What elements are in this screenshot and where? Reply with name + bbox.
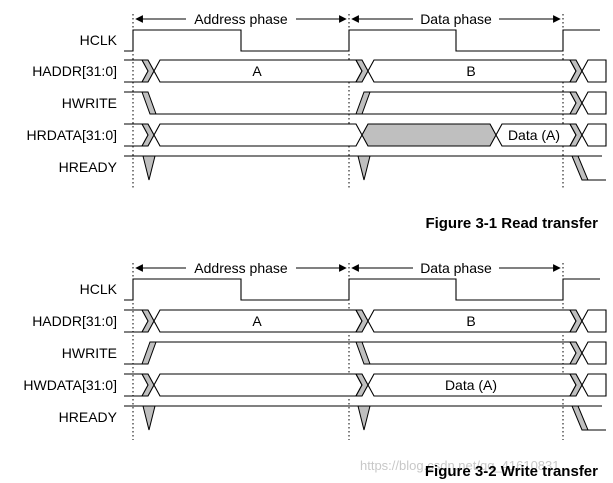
hclk-waveform — [124, 278, 600, 301]
signal-label-hclk: HCLK — [80, 281, 118, 297]
haddr-value-a: A — [252, 63, 262, 79]
data-phase-arrow: Data phase — [351, 260, 561, 276]
signal-label-hrdata: HRDATA[31:0] — [26, 127, 117, 143]
figure-caption-write: Figure 3-2 Write transfer — [425, 463, 598, 480]
write-transfer-diagram: Address phase Data phase HCLK HADDR[31:0… — [23, 260, 607, 480]
hrdata-waveform: Data (A) — [124, 123, 607, 147]
address-phase-arrow: Address phase — [135, 11, 347, 27]
hwrite-waveform — [124, 341, 607, 365]
signal-label-haddr: HADDR[31:0] — [32, 313, 117, 329]
signal-label-hwdata: HWDATA[31:0] — [23, 377, 117, 393]
signal-label-hready: HREADY — [59, 159, 118, 175]
haddr-waveform: A B — [124, 309, 607, 333]
watermark: https://blog.csdn.net/qq_41610831 — [360, 458, 560, 473]
haddr-value-b: B — [466, 313, 475, 329]
data-phase-label: Data phase — [420, 11, 492, 27]
data-phase-label: Data phase — [420, 260, 492, 276]
haddr-waveform: A B — [124, 59, 607, 83]
hready-waveform — [124, 405, 606, 431]
address-phase-label: Address phase — [194, 260, 288, 276]
figure-caption-read: Figure 3-1 Read transfer — [425, 215, 598, 232]
hwdata-waveform: Data (A) — [124, 373, 607, 397]
signal-label-hclk: HCLK — [80, 32, 118, 48]
address-phase-arrow: Address phase — [135, 260, 347, 276]
address-phase-label: Address phase — [194, 11, 288, 27]
hwdata-value: Data (A) — [445, 377, 497, 393]
read-transfer-diagram: Address phase Data phase HCLK HADDR[31:0… — [26, 11, 607, 232]
data-phase-arrow: Data phase — [351, 11, 561, 27]
hwrite-waveform — [124, 91, 607, 115]
signal-label-hwrite: HWRITE — [62, 345, 117, 361]
haddr-value-a: A — [252, 313, 262, 329]
hrdata-value: Data (A) — [508, 127, 560, 143]
haddr-value-b: B — [466, 63, 475, 79]
hready-waveform — [124, 155, 606, 181]
signal-label-hwrite: HWRITE — [62, 95, 117, 111]
signal-label-haddr: HADDR[31:0] — [32, 63, 117, 79]
hclk-waveform — [124, 29, 600, 52]
signal-label-hready: HREADY — [59, 409, 118, 425]
